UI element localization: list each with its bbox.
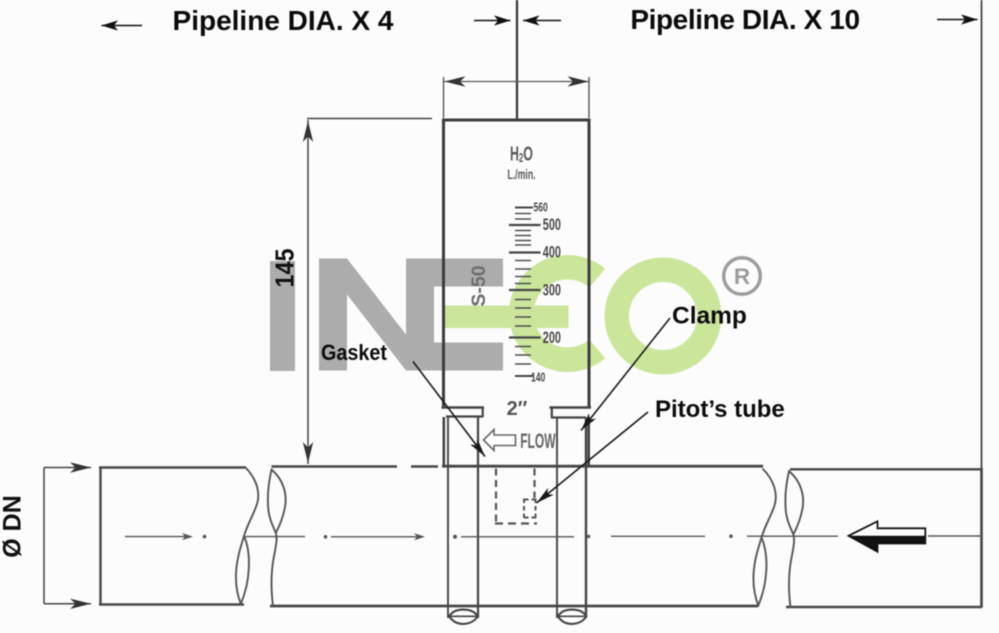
svg-text:Pitot’s tube: Pitot’s tube xyxy=(655,396,785,423)
svg-text:2″: 2″ xyxy=(507,398,528,420)
svg-text:Pipeline DIA. X 10: Pipeline DIA. X 10 xyxy=(630,4,859,35)
svg-text:Gasket: Gasket xyxy=(321,341,387,365)
svg-text:500: 500 xyxy=(543,216,561,235)
svg-text:Pipeline DIA. X 4: Pipeline DIA. X 4 xyxy=(173,5,394,36)
svg-text:300: 300 xyxy=(543,281,561,300)
svg-text:145: 145 xyxy=(271,248,299,287)
svg-text:H2O: H2O xyxy=(510,142,533,165)
svg-text:560: 560 xyxy=(534,201,548,215)
svg-text:L./min.: L./min. xyxy=(507,168,535,182)
svg-text:FLOW: FLOW xyxy=(520,428,556,453)
svg-text:140: 140 xyxy=(531,371,545,385)
svg-text:200: 200 xyxy=(543,329,561,348)
svg-text:Ø DN: Ø DN xyxy=(0,495,27,558)
svg-text:S-50: S-50 xyxy=(468,265,490,306)
svg-text:Clamp: Clamp xyxy=(672,303,747,330)
svg-text:R: R xyxy=(734,264,750,289)
svg-text:400: 400 xyxy=(543,243,561,262)
